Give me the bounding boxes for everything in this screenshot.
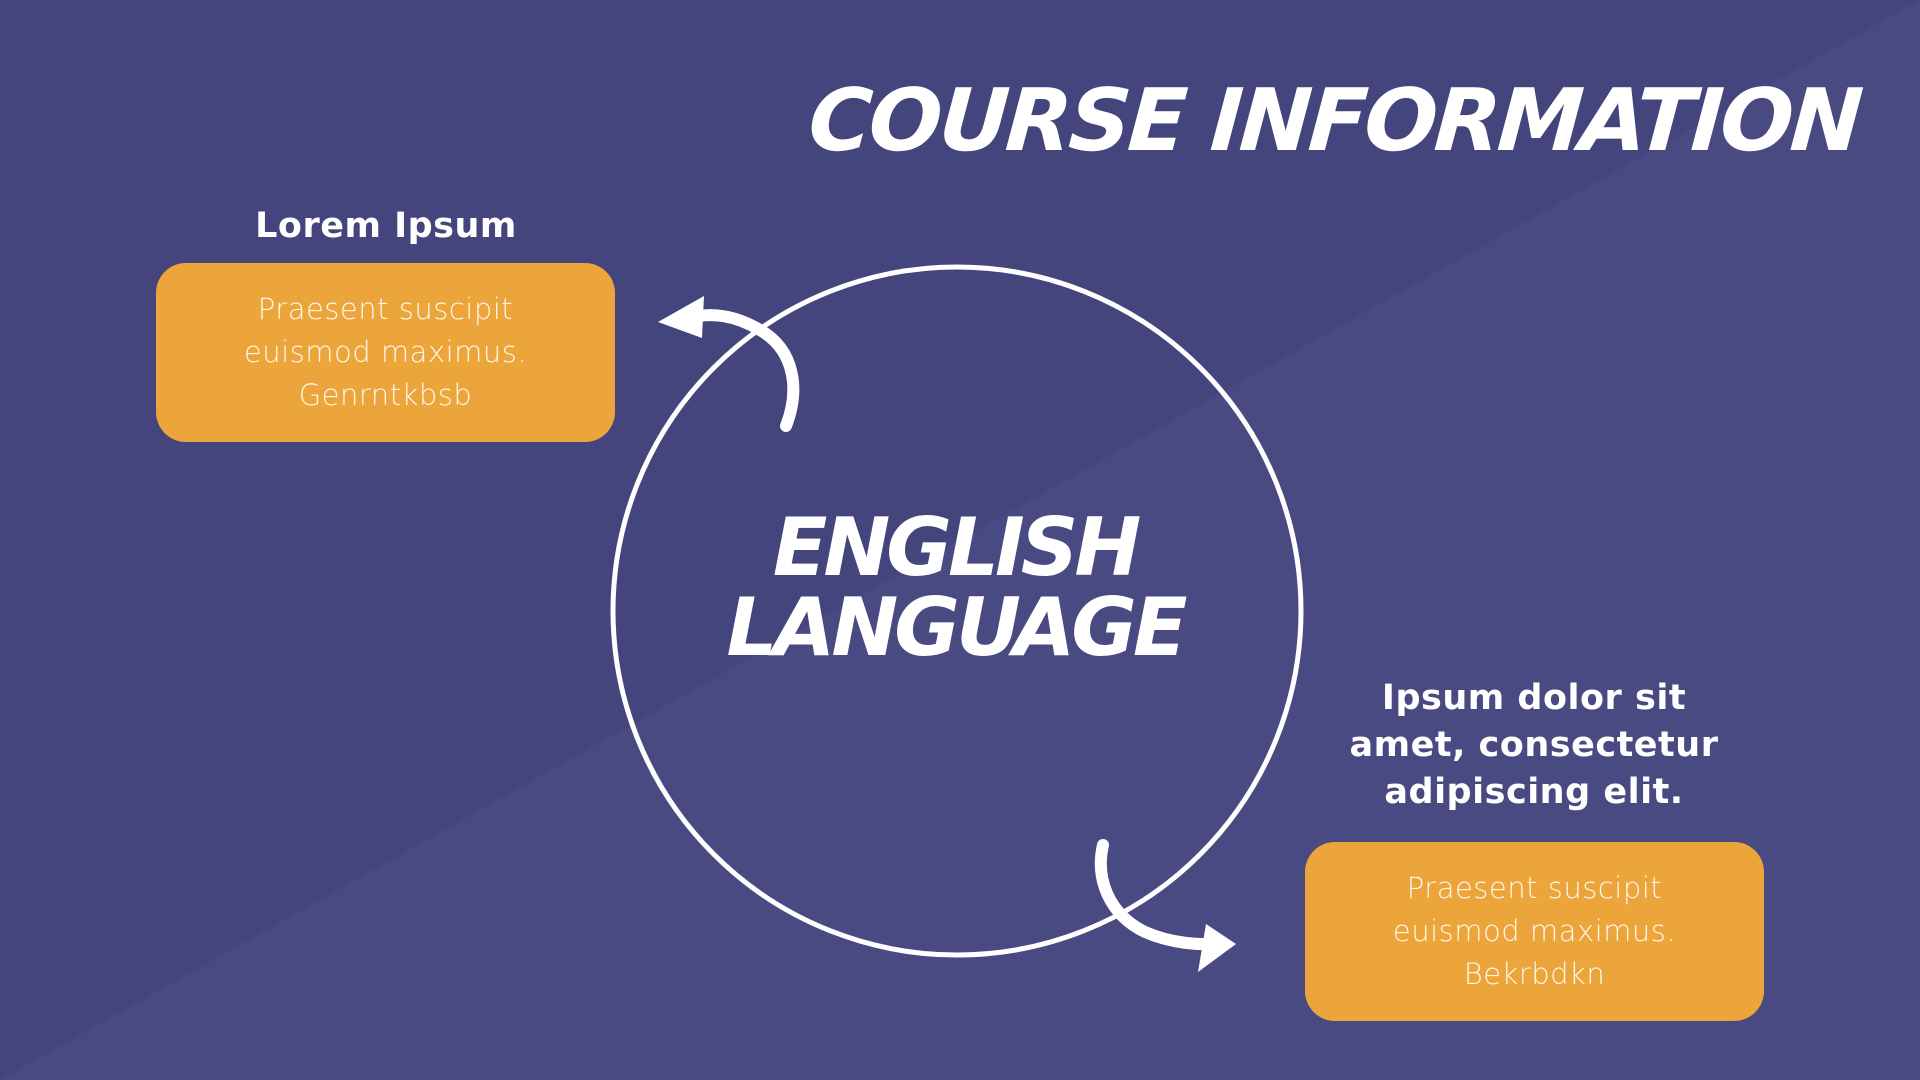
right-item-heading-line-2: amet, consectetur [1349, 725, 1719, 765]
curved-arrow-up-left-icon [658, 296, 800, 432]
right-item-body-line-3: Bekrbdkn [1463, 957, 1606, 991]
left-item-body-line-1: Praesent suscipit [257, 292, 514, 326]
center-label-line-1: ENGLISH [772, 501, 1142, 594]
left-item-body-line-3: Genrntkbsb [298, 378, 473, 412]
right-item-heading-line-3: adipiscing elit. [1384, 772, 1684, 812]
right-item-body-line-1: Praesent suscipit [1406, 871, 1663, 905]
left-item-box: Praesent suscipit euismod maximus. Genrn… [156, 263, 615, 442]
right-item-body-line-2: euismod maximus. [1392, 914, 1677, 948]
left-item-body-line-2: euismod maximus. [243, 335, 528, 369]
right-item-heading-line-1: Ipsum dolor sit [1381, 678, 1687, 718]
right-item-box: Praesent suscipit euismod maximus. Bekrb… [1305, 842, 1764, 1021]
center-label-line-2: LANGUAGE [726, 581, 1187, 674]
curved-arrow-down-right-icon [1094, 839, 1236, 972]
cycle-circle [610, 264, 1304, 958]
center-label: ENGLISH LANGUAGE [610, 508, 1300, 668]
left-item-heading: Lorem Ipsum [255, 206, 517, 246]
right-item-heading: Ipsum dolor sit amet, consectetur adipis… [1304, 675, 1764, 816]
